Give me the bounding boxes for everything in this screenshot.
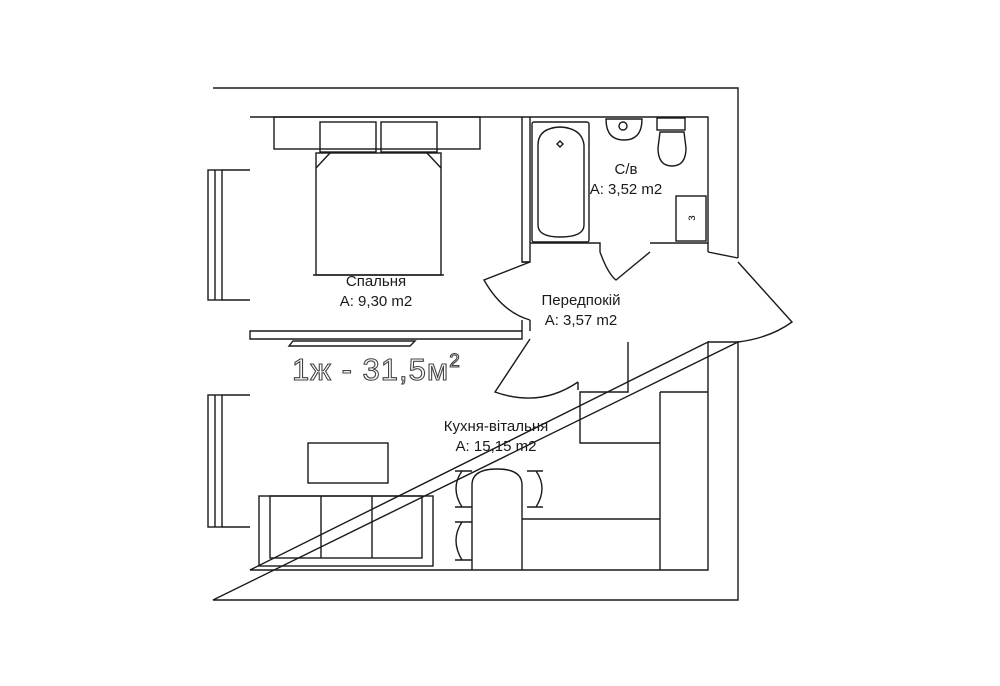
window-icon [207,394,250,528]
window-icon [207,169,250,301]
outer-wall [212,87,739,601]
door-swing-icon [737,261,794,343]
partition-wall [249,330,523,340]
room-label-hallway: Передпокій A: 3,57 m2 [520,291,642,331]
toilet-icon [656,117,687,167]
room-name: Спальня [345,273,407,290]
sofa-icon [258,495,434,567]
room-name: Передпокій [541,292,621,309]
boiler-label: з [684,215,698,221]
chair-icon [527,470,543,508]
boiler-icon [675,195,707,242]
room-name: Кухня-вітальня [443,418,549,435]
room-area: A: 3,57 m2 [544,312,618,329]
kitchen-counter-icon [522,342,708,570]
room-name: С/в [614,161,638,178]
room-label-bathroom: С/в A: 3,52 m2 [576,160,676,200]
double-bed-icon [273,116,481,276]
room-label-kitchen: Кухня-вітальня A: 15,15 m2 [426,417,566,457]
room-area: A: 3,52 m2 [589,181,663,198]
sink-icon [605,118,643,141]
tv-icon [287,340,417,347]
chair-icon [455,521,472,561]
bathtub-icon [531,121,590,243]
plan-title-main: 1ж - 31,5м [291,351,450,387]
table-icon [471,468,523,570]
room-label-bedroom: Спальня A: 9,30 m2 [316,272,436,312]
room-area: A: 15,15 m2 [455,438,537,455]
plan-title-sup: 2 [449,350,461,372]
door-swing-icon [599,251,651,281]
door-swing-icon [482,261,531,321]
room-area: A: 9,30 m2 [339,293,413,310]
plan-title: 1ж - 31,5м2 [291,350,461,388]
table-icon [307,442,389,484]
chair-icon [455,470,472,508]
door-swing-icon [493,338,579,399]
